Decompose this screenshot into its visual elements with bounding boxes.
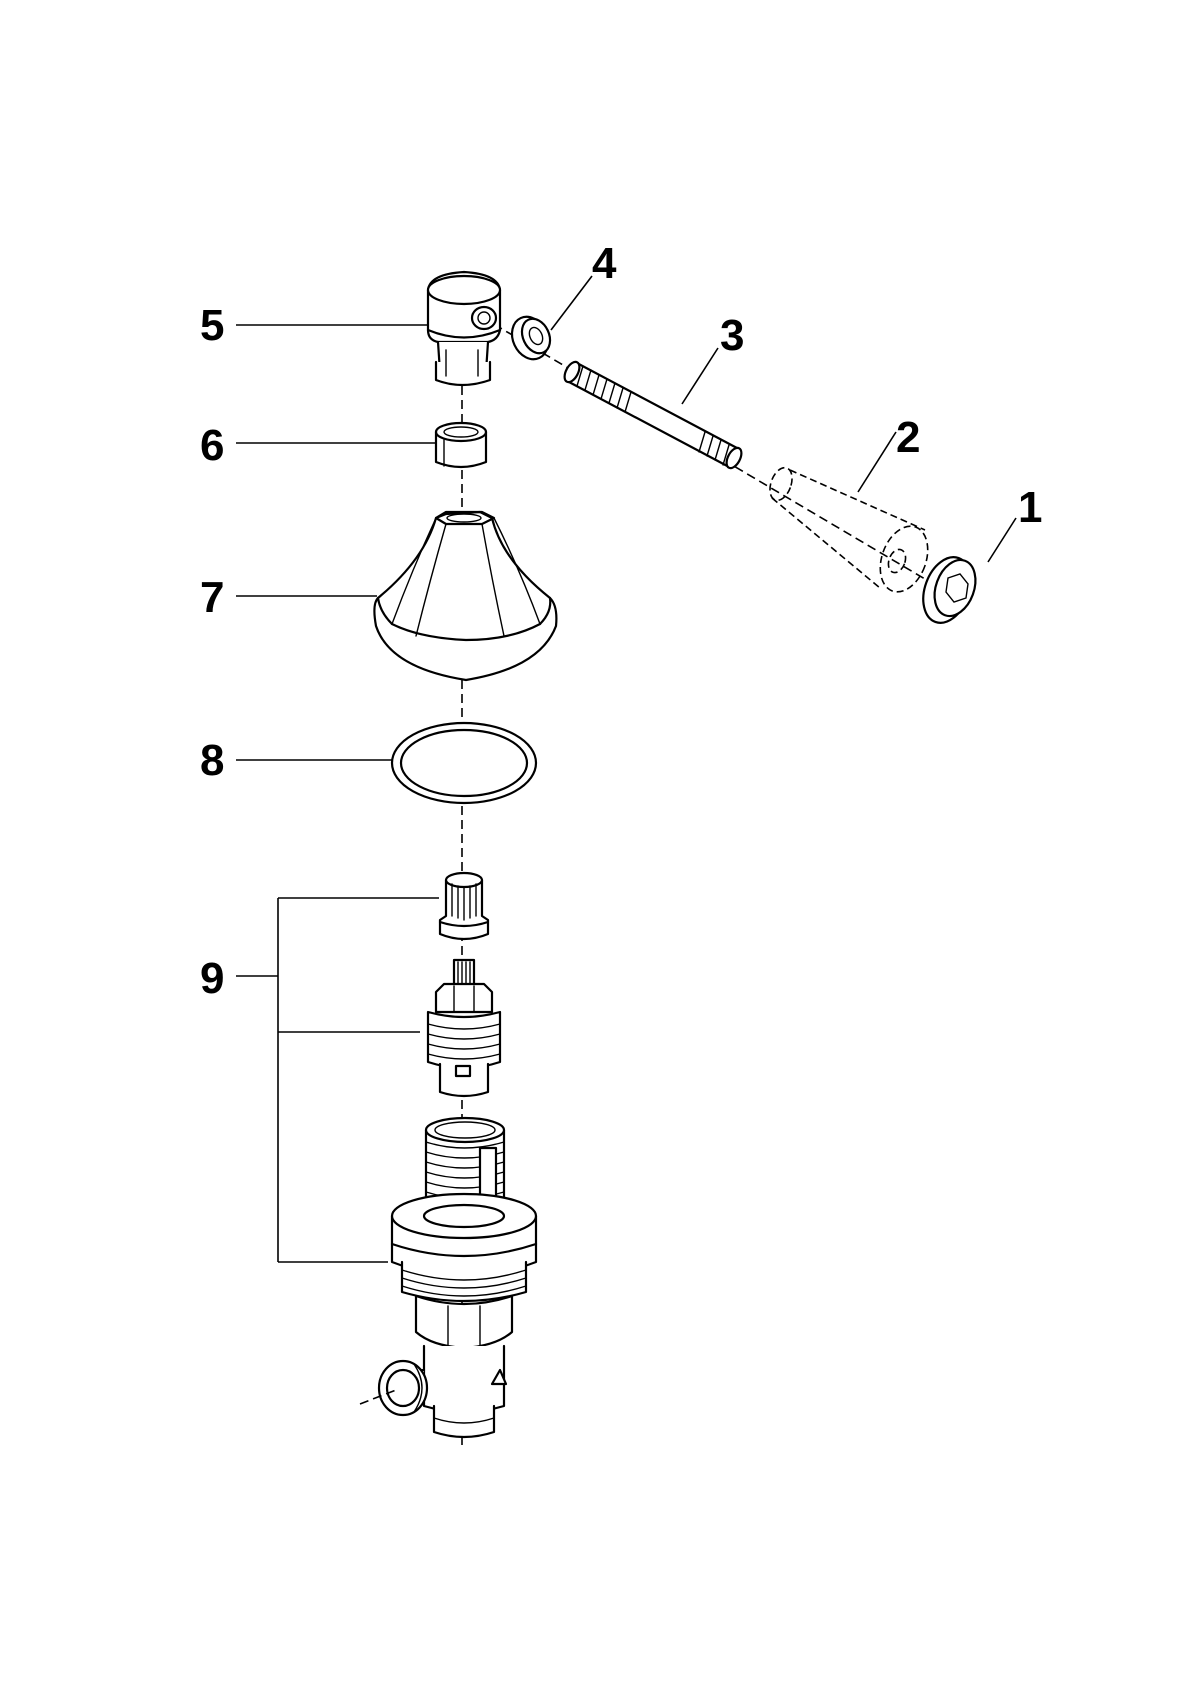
part-3-threaded-stud (563, 360, 743, 470)
leader-bracket-9 (236, 897, 439, 1263)
leader-line-1 (987, 517, 1017, 563)
part-4-washer (510, 315, 552, 361)
callout-2: 2 (896, 413, 920, 462)
part-9-cartridge (426, 958, 502, 1098)
part-7-flange-cover (373, 510, 558, 682)
callout-7: 7 (200, 573, 224, 622)
leader-line-2 (857, 431, 897, 493)
callout-8: 8 (200, 736, 224, 785)
part-5-lever-hub (426, 270, 502, 387)
leader-line-3 (681, 347, 719, 405)
part-9-valve-body (359, 1116, 538, 1439)
part-2-lever-handle (769, 466, 929, 593)
callout-6: 6 (200, 421, 224, 470)
part-9-spline-adapter (438, 871, 490, 941)
callout-1: 1 (1018, 483, 1042, 532)
callout-4: 4 (592, 239, 617, 288)
callout-9: 9 (200, 954, 224, 1003)
callout-3: 3 (720, 311, 744, 360)
callout-5: 5 (200, 301, 224, 350)
part-8-o-ring (390, 721, 538, 805)
part-6-bushing (434, 421, 488, 469)
leader-line-4 (550, 275, 593, 331)
part-1-cap (922, 556, 977, 624)
